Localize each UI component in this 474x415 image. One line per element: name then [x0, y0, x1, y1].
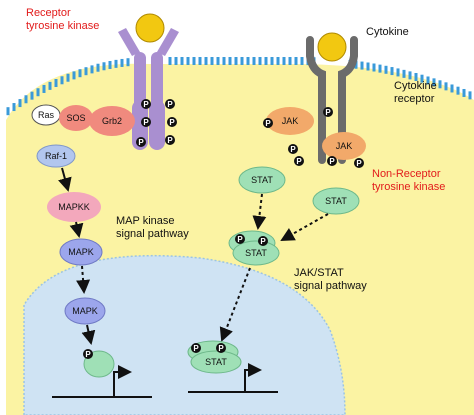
arrow-raf1-to-mapkk [58, 167, 72, 192]
raf1-label: Raf-1 [45, 151, 67, 161]
svg-text:P: P [290, 145, 296, 154]
cytokine-receptor-label-1: Cytokine [394, 80, 437, 92]
svg-text:P: P [167, 136, 173, 145]
svg-text:P: P [218, 344, 224, 353]
svg-text:P: P [260, 237, 266, 246]
receptor-tyrosine-kinase [118, 28, 179, 150]
receptor-tk-label-2: tyrosine kinase [26, 20, 99, 32]
promoter-arrow-right [244, 363, 262, 392]
cytokine-receptor-label-2: receptor [394, 93, 435, 105]
non-receptor-tk-label-2: tyrosine kinase [372, 181, 445, 193]
mapkk-protein [47, 192, 101, 222]
cytokine-receptor [306, 36, 358, 164]
svg-text:STAT: STAT [251, 175, 273, 185]
jakstat-pathway-label-2: signal pathway [294, 280, 367, 292]
tf-phosphate [83, 349, 93, 359]
grb2-protein [89, 106, 135, 136]
svg-text:P: P [325, 108, 331, 117]
svg-text:P: P [193, 344, 199, 353]
svg-text:P: P [167, 100, 173, 109]
cytokine-label: Cytokine [366, 26, 409, 38]
svg-text:JAK: JAK [282, 116, 299, 126]
grb2-label: Grb2 [102, 116, 122, 126]
nuclear-stat-dimer: STAT P P [187, 340, 242, 374]
svg-text:STAT: STAT [205, 357, 227, 367]
stat-left: STAT [238, 166, 286, 194]
nuclear-mapk-protein [64, 297, 106, 325]
svg-text:P: P [138, 138, 144, 147]
receptor-tk-label-1: Receptor [26, 7, 71, 19]
mapk-label: MAPK [68, 247, 94, 257]
ras-label: Ras [38, 110, 55, 120]
arrow-mapk-to-nucleus [76, 265, 91, 294]
arrow-mapkk-to-mapk [69, 221, 84, 238]
svg-text:P: P [143, 100, 149, 109]
svg-text:JAK: JAK [336, 141, 353, 151]
svg-text:P: P [356, 159, 362, 168]
svg-text:P: P [169, 118, 175, 127]
arrow-mapk-to-tf [81, 324, 96, 345]
arrow-dimer-to-nucleus [219, 267, 251, 342]
rtk-phosphates: P P P P P P [136, 99, 177, 147]
stat-right: STAT [312, 187, 360, 215]
nuclear-mapk-label: MAPK [72, 306, 98, 316]
arrow-stat-right-to-dimer [280, 213, 329, 241]
svg-text:P: P [237, 235, 243, 244]
promoter-arrow-left [113, 365, 132, 397]
non-receptor-tk-label-1: Non-Receptor [372, 168, 441, 180]
sos-label: SOS [66, 113, 85, 123]
svg-text:P: P [85, 350, 91, 359]
svg-text:P: P [143, 118, 149, 127]
stat-dimer: STAT P P [228, 230, 280, 266]
jak-phosphates: P P P P P P [263, 107, 364, 168]
jakstat-pathway-label-1: JAK/STAT [294, 267, 344, 279]
mapkk-label: MAPKK [58, 202, 90, 212]
sos-protein [59, 105, 93, 131]
growth-factor-ligand [135, 13, 165, 43]
mapk-protein [59, 238, 103, 266]
raf1-protein [36, 144, 76, 168]
svg-text:P: P [296, 157, 302, 166]
svg-text:STAT: STAT [245, 248, 267, 258]
cytokine-ligand [317, 32, 347, 62]
svg-text:STAT: STAT [325, 196, 347, 206]
jak-left: JAK [266, 107, 314, 135]
svg-text:P: P [265, 119, 271, 128]
mapk-pathway-label-1: MAP kinase [116, 215, 175, 227]
svg-text:P: P [329, 157, 335, 166]
jak-right: JAK [322, 132, 366, 160]
mapk-pathway-label-2: signal pathway [116, 228, 189, 240]
